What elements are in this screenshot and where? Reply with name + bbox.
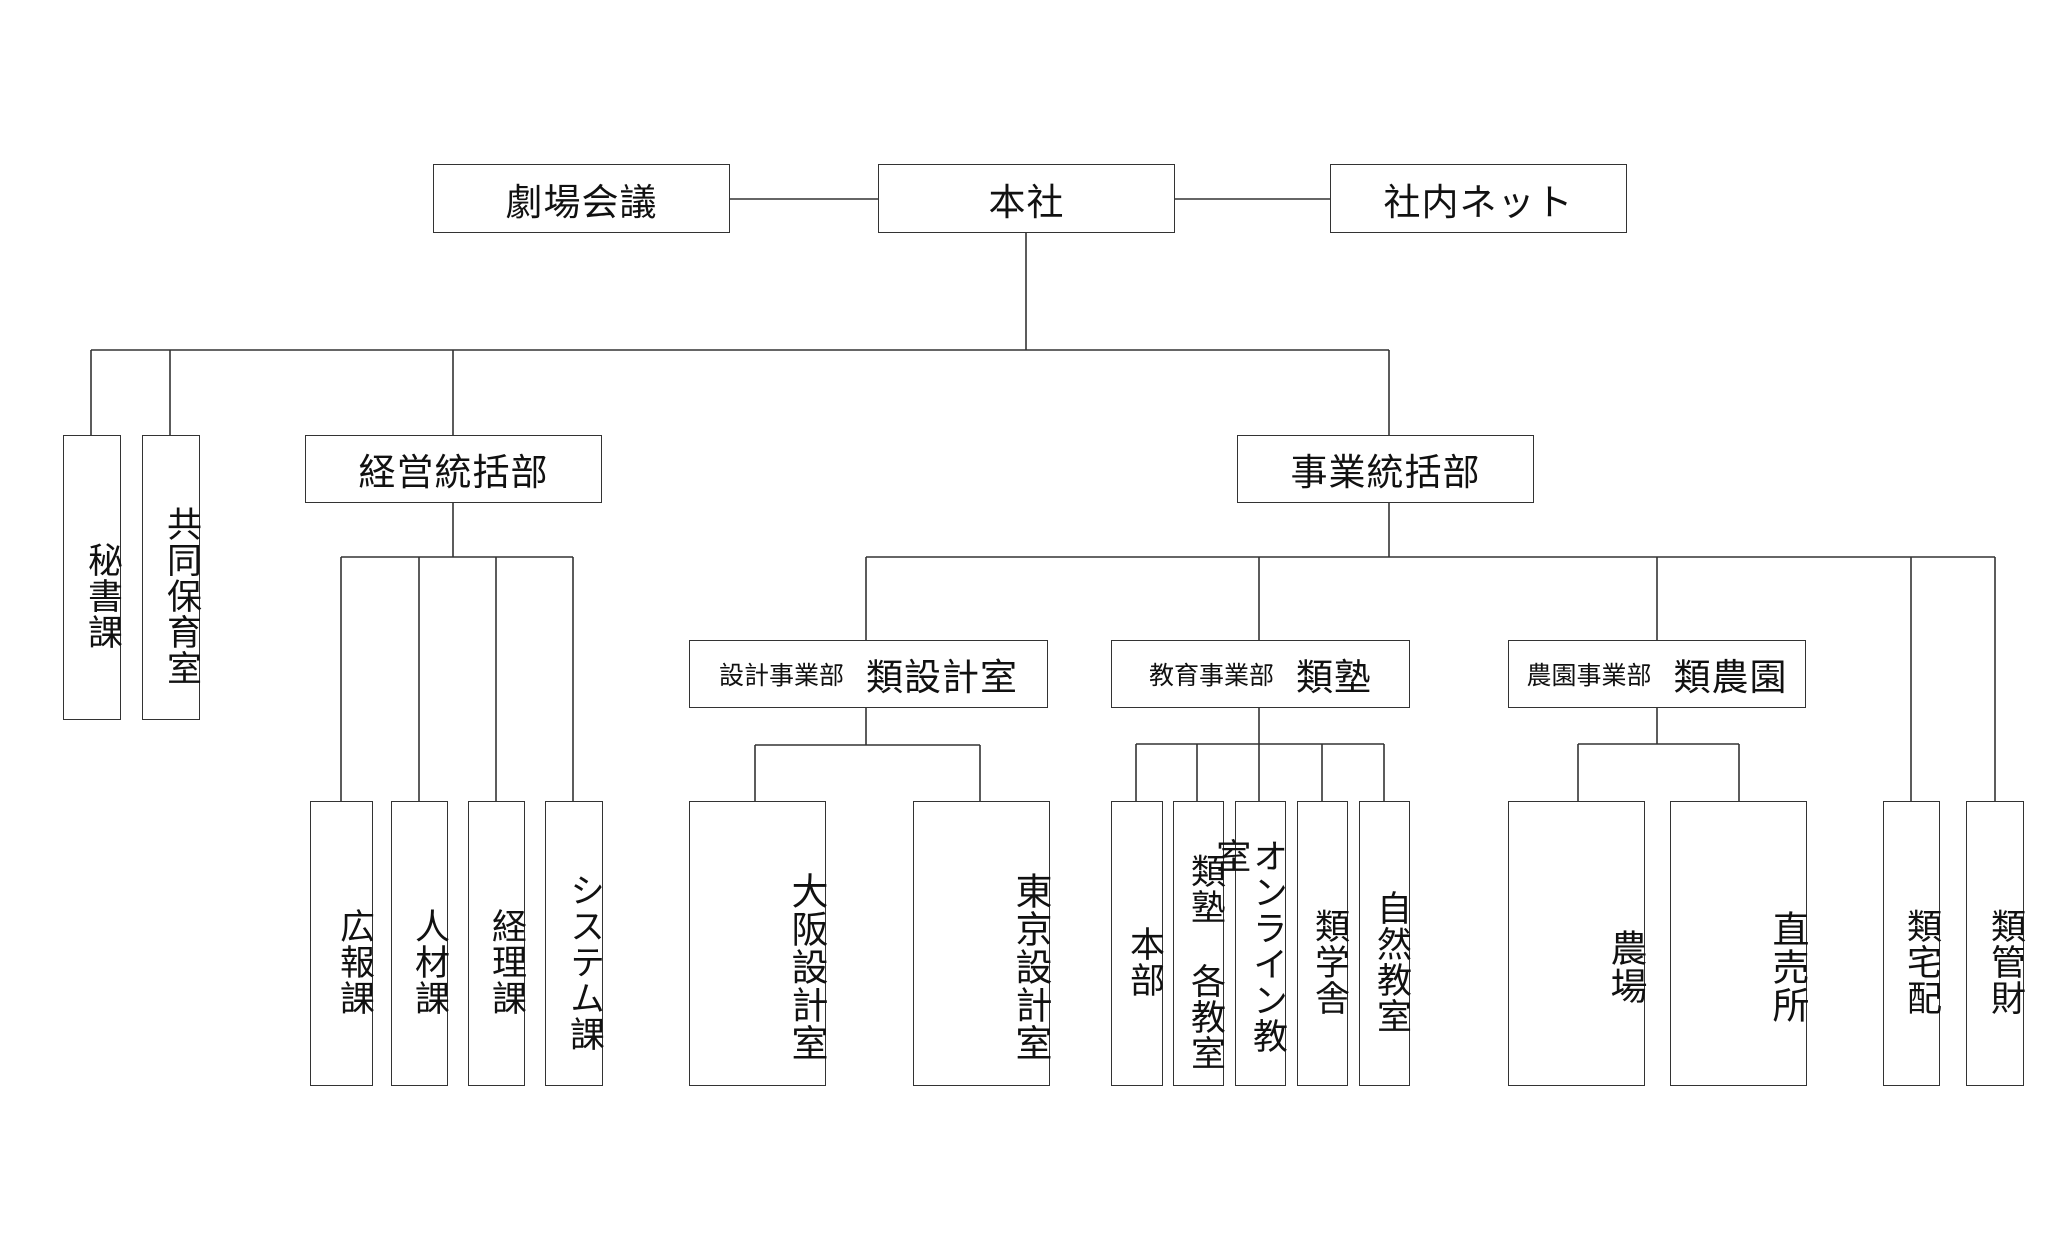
education-division-name: 類塾	[1296, 656, 1372, 699]
box-farm-field: 農場	[1508, 801, 1647, 1086]
box-edu-gakusha: 類学舎	[1297, 801, 1349, 1086]
box-tokyo-office: 東京設計室	[913, 801, 1052, 1086]
farm-division-label: 農園事業部	[1526, 661, 1652, 690]
education-division-label: 教育事業部	[1148, 661, 1274, 690]
box-edu-juku-classrooms: 類塾 各教室	[1173, 801, 1225, 1086]
box-secretary: 秘書課	[63, 435, 122, 720]
box-edu-online: オンライン教室	[1210, 801, 1287, 1086]
box-daycare: 共同保育室	[142, 435, 201, 720]
edu-classrooms-label: 各教室	[1185, 962, 1225, 1071]
box-farm-division: 農園事業部 類農園	[1508, 640, 1806, 708]
edu-juku-label: 類塾	[1185, 852, 1225, 925]
box-business-hq: 事業統括部	[1237, 435, 1534, 503]
box-farm-shop: 直売所	[1670, 801, 1809, 1086]
box-accounting: 経理課	[468, 801, 526, 1086]
box-edu-nature: 自然教室	[1359, 801, 1411, 1086]
box-management-hq: 経営統括部	[305, 435, 602, 503]
farm-division-name: 類農園	[1673, 656, 1788, 699]
design-division-name: 類設計室	[866, 656, 1018, 699]
box-head-office: 本社	[878, 164, 1175, 233]
box-hr: 人材課	[391, 801, 449, 1086]
box-osaka-office: 大阪設計室	[689, 801, 828, 1086]
box-education-division: 教育事業部 類塾	[1111, 640, 1410, 708]
design-division-label: 設計事業部	[718, 661, 844, 690]
box-intranet: 社内ネット	[1330, 164, 1627, 233]
box-pr: 広報課	[310, 801, 374, 1086]
box-property: 類管財	[1966, 801, 2025, 1086]
box-systems: システム課	[545, 801, 604, 1086]
box-delivery: 類宅配	[1883, 801, 1941, 1086]
box-design-division: 設計事業部 類設計室	[689, 640, 1048, 708]
box-edu-honbu: 本部	[1111, 801, 1164, 1086]
box-theater-meeting: 劇場会議	[433, 164, 730, 233]
